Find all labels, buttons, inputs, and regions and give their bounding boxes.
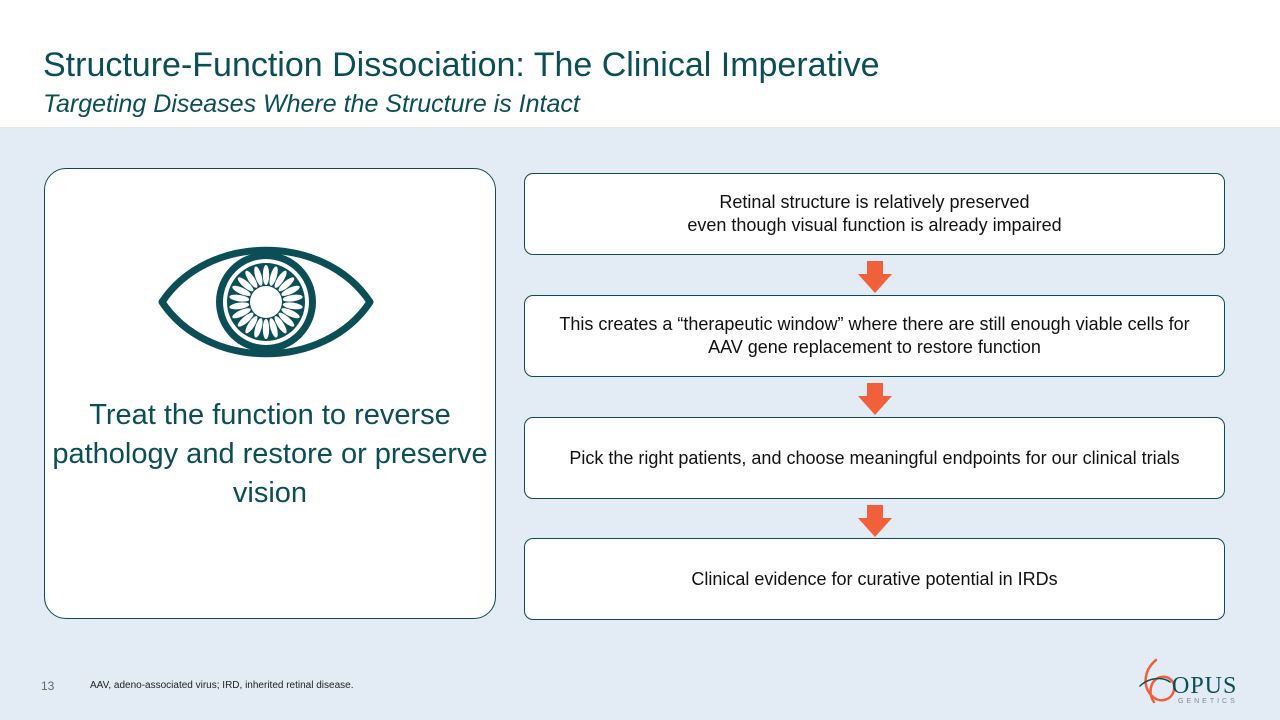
arrow-down-icon [858,261,892,293]
flow-step-1: Retinal structure is relatively preserve… [524,173,1225,255]
footnote: AAV, adeno-associated virus; IRD, inheri… [90,680,354,691]
logo-subtitle: GENETICS [1178,698,1238,705]
summary-card [44,168,496,619]
flow-step-2: This creates a “therapeutic window” wher… [524,295,1225,377]
logo-wordmark: OPUS [1172,673,1238,699]
slide-header: Structure-Function Dissociation: The Cli… [0,0,1280,127]
flow-step-4-text: Clinical evidence for curative potential… [691,568,1058,589]
arrow-down-icon [858,383,892,415]
page-number: 13 [41,679,55,693]
opus-logo-icon [1139,658,1176,704]
eye-icon [158,246,374,358]
flow-step-4: Clinical evidence for curative potential… [524,538,1225,620]
slide-subtitle: Targeting Diseases Where the Structure i… [43,90,580,118]
slide-title: Structure-Function Dissociation: The Cli… [43,46,880,84]
flow-step-3: Pick the right patients, and choose mean… [524,417,1225,499]
summary-statement: Treat the function to reverse pathology … [52,399,488,509]
arrow-down-icon [858,505,892,537]
flow-step-2-text: This creates a “therapeutic window” wher… [559,314,1190,357]
flow-step-3-text: Pick the right patients, and choose mean… [569,447,1180,468]
flow-step-1-text: Retinal structure is relatively preserve… [687,192,1062,235]
